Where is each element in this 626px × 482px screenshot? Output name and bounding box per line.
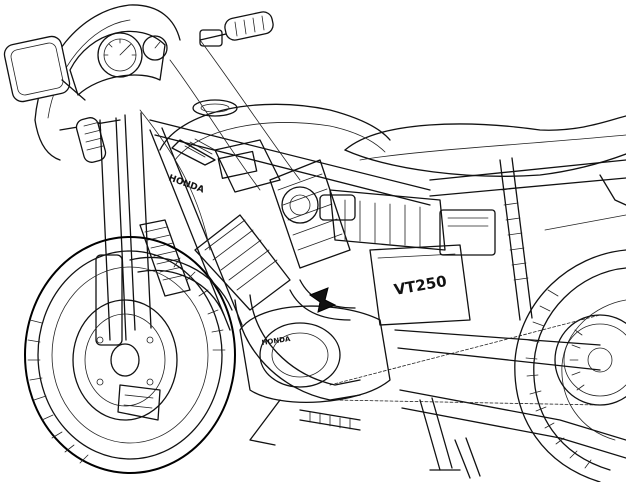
front-tire-tread: [27, 257, 226, 464]
fuel-tank: [159, 99, 391, 161]
rear-tire-tread: [525, 289, 592, 469]
right-grip: [224, 11, 274, 41]
frame-downtube: [149, 127, 243, 331]
rear-wheel: [514, 249, 626, 482]
rear-brake-drum: [569, 329, 585, 391]
kick-stand-foot: [454, 437, 481, 479]
left-grip: [75, 117, 107, 163]
model-badge: VT250: [393, 272, 448, 299]
front-fender: [129, 256, 233, 316]
front-brake-caliper: [117, 384, 161, 421]
instrument-cluster: [69, 30, 168, 96]
rear-subframe: [429, 159, 626, 231]
rear-shock-absorber: [499, 157, 533, 321]
rear-sprocket: [554, 314, 626, 406]
front-tire: [24, 236, 236, 474]
drive-chain: [329, 314, 601, 406]
clutch-cover: [259, 322, 341, 388]
throttle-housing: [199, 29, 223, 47]
gear-shift-lever: [249, 399, 281, 446]
cylinder-head-cover: [214, 139, 281, 193]
tank-brand-text: HONDA: [167, 173, 205, 195]
front-cylinder: [194, 214, 291, 311]
handlebar-right: [199, 11, 274, 47]
footpeg: [299, 409, 361, 431]
carburetor: [281, 186, 356, 224]
speedometer-dial: [97, 32, 143, 78]
front-brake-disc: [72, 299, 178, 421]
swingarm: [394, 329, 626, 459]
front-hub: [110, 343, 140, 377]
side-stand: [419, 397, 461, 471]
oil-arrow-marker: [308, 287, 337, 313]
crankcase-brand-text: HONDA: [261, 335, 291, 347]
tachometer-dial: [142, 35, 168, 61]
air-filter-box: [329, 189, 446, 251]
front-wheel: [24, 236, 236, 474]
engine-crankcase: HONDA: [239, 305, 391, 403]
seat: [344, 115, 626, 177]
honda-wing-emblem: HONDA: [167, 138, 216, 196]
model-badge-text: VT250: [393, 272, 448, 299]
handlebar-left: [59, 117, 121, 163]
mirror: [3, 35, 86, 103]
battery-box: [439, 209, 496, 256]
control-cables: [139, 39, 301, 251]
rear-cylinder: [269, 159, 351, 269]
fuel-cap: [192, 99, 238, 117]
